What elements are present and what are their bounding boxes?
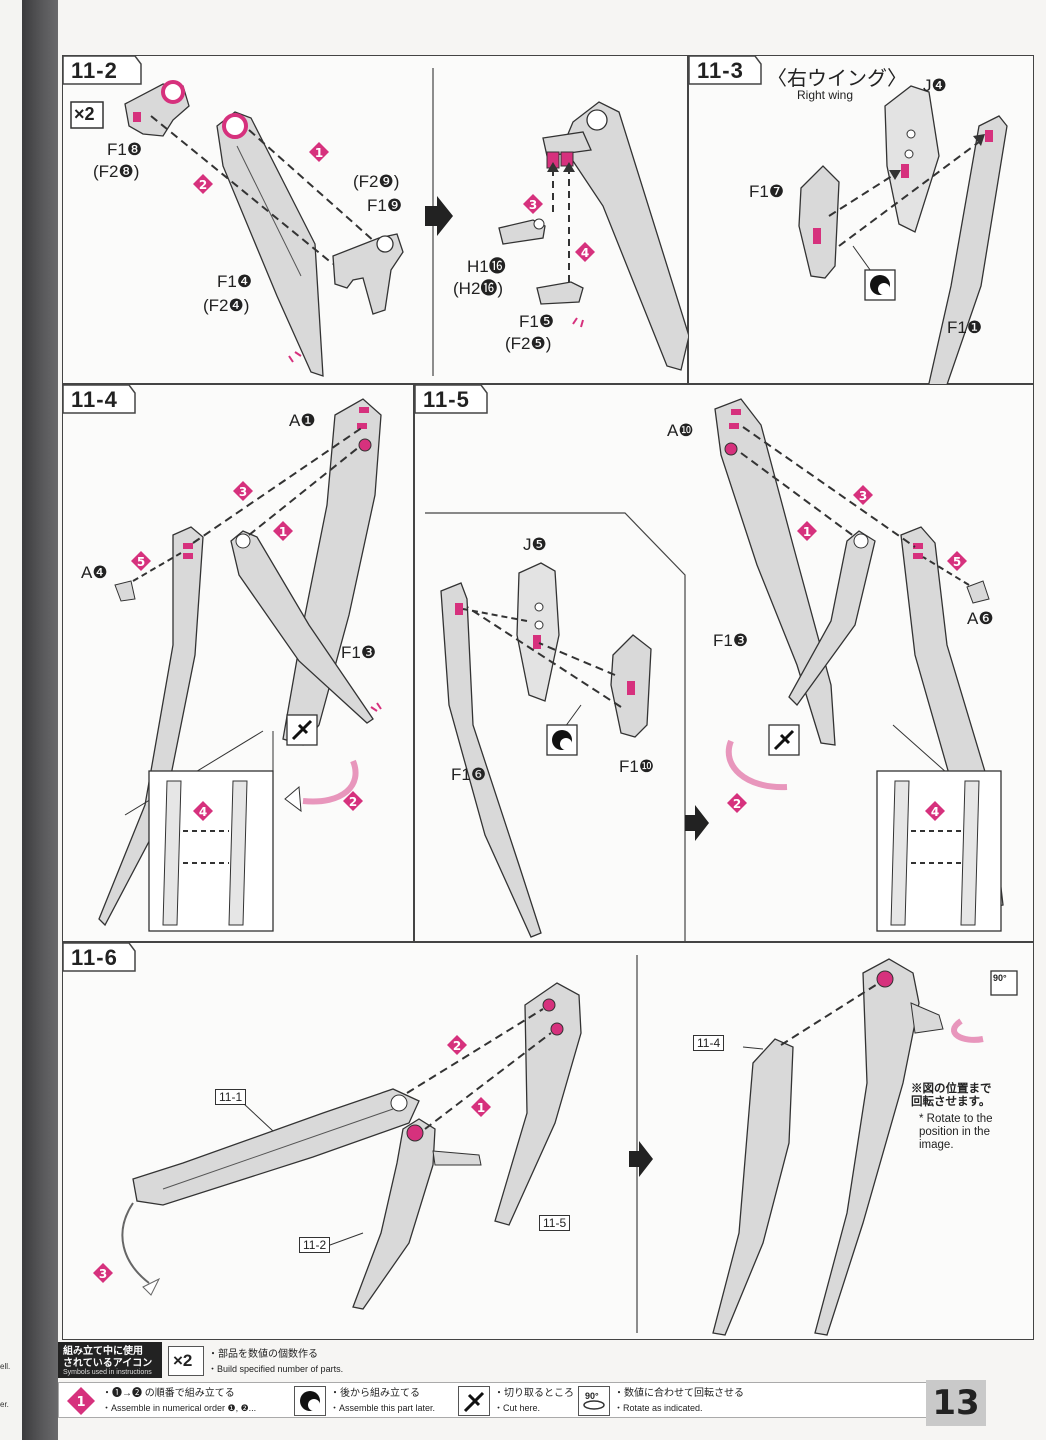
svg-text:1: 1 bbox=[803, 525, 811, 539]
legend-title-jp: 組み立て中に使用 されているアイコン bbox=[63, 1346, 153, 1369]
svg-text:3: 3 bbox=[529, 198, 537, 212]
symbol-legend: 組み立て中に使用 されているアイコン Symbols used in instr… bbox=[58, 1342, 928, 1420]
part-label: F1❼ bbox=[749, 182, 785, 201]
step-ref: 11-4 bbox=[693, 1035, 725, 1051]
svg-text:2: 2 bbox=[733, 797, 741, 811]
part-label: A❻ bbox=[967, 609, 994, 628]
part-label: H1⓰ bbox=[467, 257, 506, 276]
step-11-4-illustration: 3 1 5 2 4 bbox=[63, 385, 382, 932]
part-label: F1❻ bbox=[451, 765, 487, 784]
step-number: 11-3 bbox=[697, 58, 744, 83]
x2-jp: ・部品を数値の個数作る bbox=[208, 1349, 318, 1360]
step-number: 11-2 bbox=[71, 58, 118, 83]
svg-text:1: 1 bbox=[76, 1395, 85, 1410]
page-number: 13 bbox=[926, 1380, 986, 1426]
previous-page-edge: ell. er. bbox=[0, 0, 23, 1440]
part-label: A❶ bbox=[289, 411, 316, 430]
legend-title-en: Symbols used in instructions bbox=[63, 1369, 152, 1376]
manual-page: 1 2 3 4 11-2 ×2 F1❽ (F2❽) bbox=[58, 0, 1046, 1440]
step-subtitle: Right wing bbox=[797, 88, 854, 102]
part-label: F1❸ bbox=[713, 631, 749, 650]
order-icon: 1 bbox=[67, 1387, 95, 1415]
rotate-jp: ・数値に合わせて回転させる bbox=[614, 1388, 744, 1399]
part-label: (F2❹) bbox=[203, 296, 250, 315]
previous-page-fragment: er. bbox=[0, 1400, 9, 1409]
part-label: F1❾ bbox=[367, 196, 403, 215]
rotate-legend-icon: 90° bbox=[578, 1386, 610, 1416]
part-label: F1❹ bbox=[217, 272, 253, 291]
part-label: (H2⓰) bbox=[453, 279, 504, 298]
part-label: F1❶ bbox=[947, 318, 983, 337]
step-11-3-panel: 11-3 〈右ウイング〉 Right wing J❹ F1❼ F1❶ bbox=[688, 55, 1034, 385]
cut-en: ・Cut here. bbox=[494, 1403, 541, 1413]
svg-text:3: 3 bbox=[859, 489, 867, 503]
svg-text:5: 5 bbox=[137, 555, 145, 569]
step-11-6-panel: 2 1 3 11-6 11-1 11-2 11-5 11-4 90° ※ bbox=[62, 942, 1034, 1340]
step-11-3-illustration bbox=[689, 56, 1008, 385]
rotate-note-jp: ※図の位置まで 回転させます。 bbox=[911, 1083, 992, 1108]
part-label: (F2❺) bbox=[505, 334, 552, 353]
part-label: F1❿ bbox=[619, 757, 655, 776]
svg-text:3: 3 bbox=[239, 485, 247, 499]
cut-icon bbox=[458, 1386, 490, 1416]
svg-text:1: 1 bbox=[279, 525, 287, 539]
step-number: 11-6 bbox=[71, 945, 118, 970]
svg-text:2: 2 bbox=[453, 1039, 461, 1053]
svg-text:2: 2 bbox=[349, 795, 357, 809]
step-11-2-illustration: 1 2 3 4 bbox=[63, 56, 689, 377]
legend-title: 組み立て中に使用 されているアイコン Symbols used in instr… bbox=[58, 1342, 162, 1378]
previous-page-fragment: ell. bbox=[0, 1362, 11, 1371]
svg-text:5: 5 bbox=[953, 555, 961, 569]
rotate-icon: 90° bbox=[993, 973, 1007, 983]
part-label: (F2❽) bbox=[93, 162, 140, 181]
svg-text:1: 1 bbox=[315, 146, 323, 160]
step-ref: 11-5 bbox=[539, 1215, 571, 1231]
step-ref: 11-2 bbox=[299, 1237, 331, 1253]
part-label: F1❺ bbox=[519, 312, 555, 331]
step-11-6-illustration: 2 1 3 bbox=[63, 943, 1018, 1336]
part-label: J❹ bbox=[923, 76, 947, 95]
part-label: A❿ bbox=[667, 421, 694, 440]
rotate-en: ・Rotate as indicated. bbox=[614, 1403, 703, 1413]
later-en: ・Assemble this part later. bbox=[330, 1403, 436, 1413]
step-11-2-panel: 1 2 3 4 11-2 ×2 F1❽ (F2❽) bbox=[62, 55, 689, 384]
part-label: (F2❾) bbox=[353, 172, 400, 191]
x2-en: ・Build specified number of parts. bbox=[208, 1364, 344, 1374]
part-label: A❹ bbox=[81, 563, 108, 582]
part-label: J❺ bbox=[523, 535, 547, 554]
svg-text:4: 4 bbox=[199, 805, 207, 819]
step-ref: 11-1 bbox=[215, 1089, 247, 1105]
step-number: 11-5 bbox=[423, 387, 470, 412]
legend-row bbox=[58, 1382, 928, 1418]
rotate-note-en: * Rotate to the position in the image. bbox=[919, 1113, 993, 1151]
cut-jp: ・切り取るところ bbox=[494, 1388, 574, 1399]
part-label: F1❽ bbox=[107, 140, 143, 159]
svg-text:4: 4 bbox=[931, 805, 939, 819]
svg-text:1: 1 bbox=[477, 1101, 485, 1115]
svg-text:3: 3 bbox=[99, 1267, 107, 1281]
x2-badge: ×2 bbox=[74, 104, 95, 124]
book-gutter bbox=[22, 0, 58, 1440]
step-11-5-panel: 3 1 5 2 4 11-5 J❺ F1❻ F1❿ A❿ A❻ F1❸ bbox=[414, 384, 1034, 943]
order-en: ・Assemble in numerical order ❶, ❷... bbox=[102, 1403, 257, 1413]
part-label: F1❸ bbox=[341, 643, 377, 662]
x2-icon: ×2 bbox=[168, 1346, 204, 1376]
step-11-5-illustration: 3 1 5 2 4 bbox=[415, 385, 1004, 943]
step-number: 11-4 bbox=[71, 387, 118, 412]
later-icon bbox=[294, 1386, 326, 1416]
order-jp: ・❶→❷ の順番で組み立てる bbox=[102, 1388, 235, 1399]
step-title: 〈右ウイング〉 bbox=[767, 68, 907, 90]
svg-text:4: 4 bbox=[581, 246, 589, 260]
svg-text:2: 2 bbox=[199, 178, 207, 192]
step-11-4-panel: 3 1 5 2 4 11-4 A❶ A❹ F1❸ bbox=[62, 384, 414, 942]
later-jp: ・後から組み立てる bbox=[330, 1388, 420, 1399]
